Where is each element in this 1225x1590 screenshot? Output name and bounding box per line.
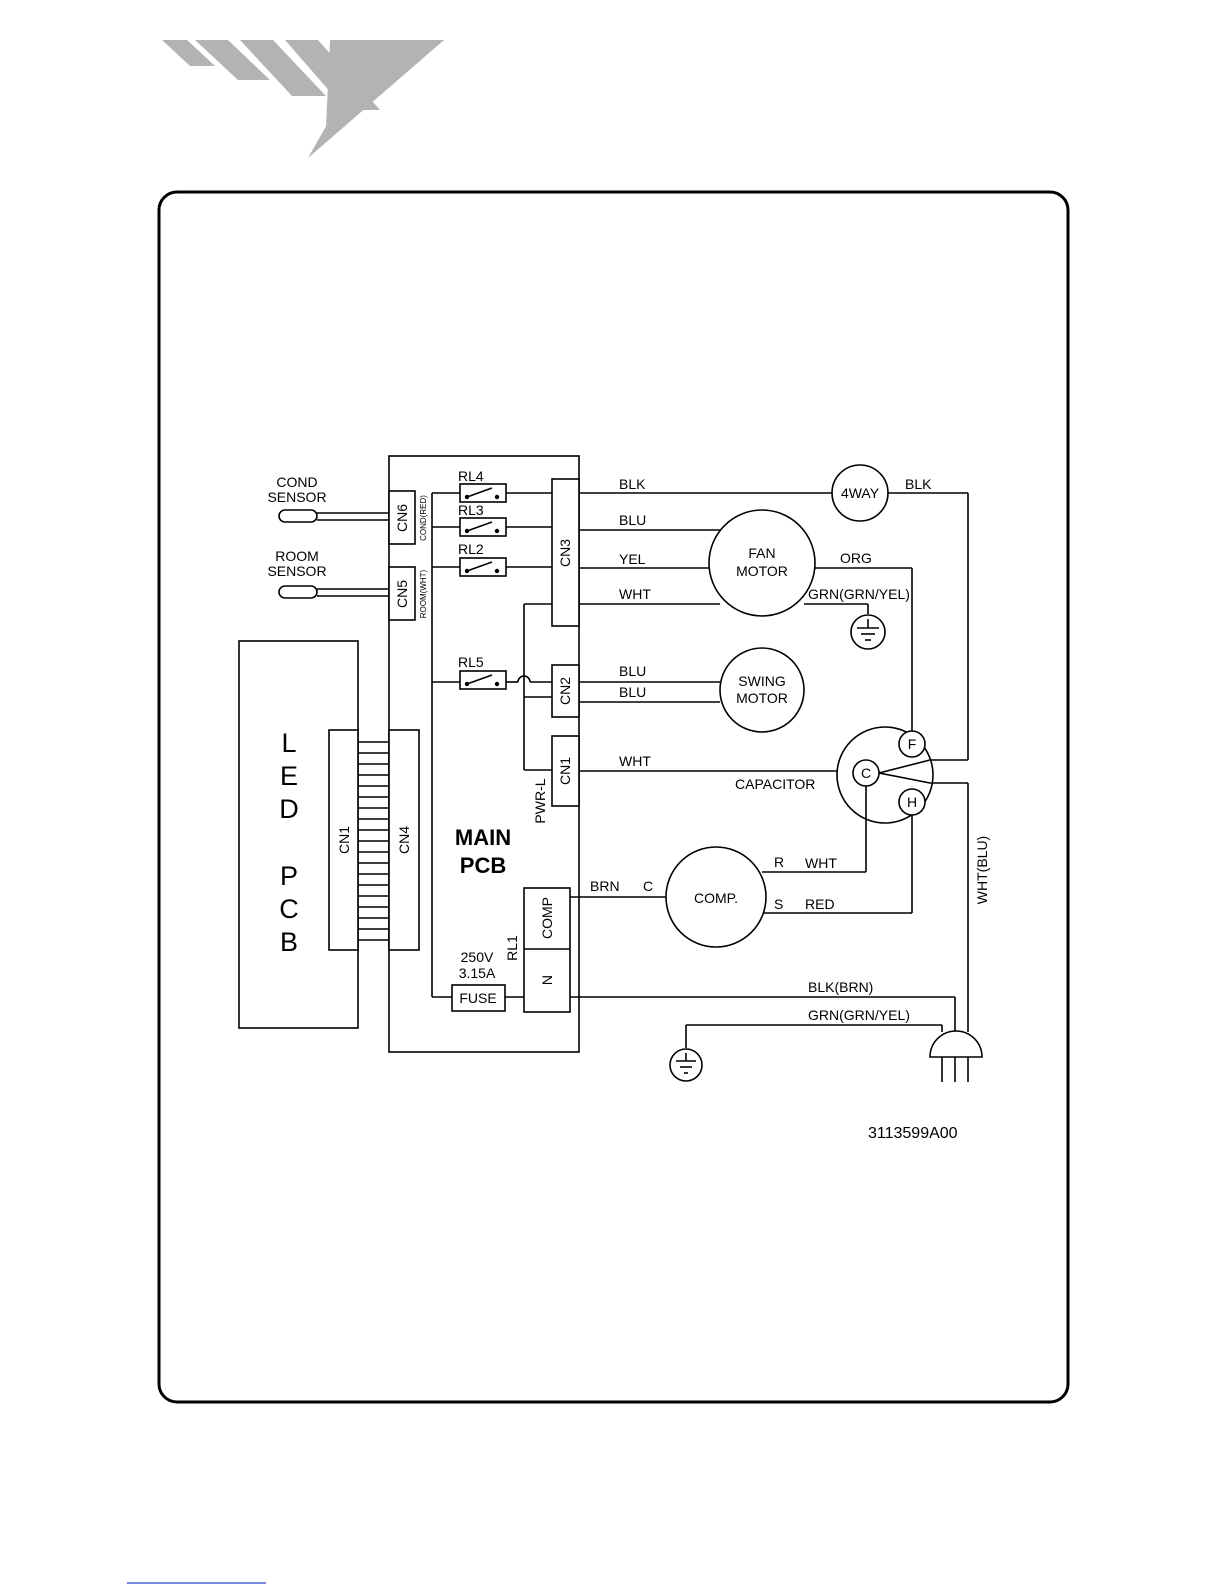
room-sensor-label-1: ROOM	[275, 548, 319, 564]
rl4-label: RL4	[458, 468, 484, 484]
cap-f-label: F	[908, 736, 917, 752]
cap-h-label: H	[907, 794, 917, 810]
cn3-label: CN3	[557, 539, 573, 567]
swing-motor-label-2: MOTOR	[736, 690, 788, 706]
wire-wht-fan-label: WHT	[619, 586, 651, 602]
rl5-label: RL5	[458, 654, 484, 670]
led-pcb-letter-b: B	[280, 927, 298, 957]
wire-brn-label: BRN	[590, 878, 620, 894]
rl1-label: RL1	[504, 935, 520, 961]
cn4-label: CN4	[396, 826, 412, 854]
four-way-valve: 4WAY	[832, 465, 888, 521]
capacitor: F C H	[837, 727, 933, 823]
wire-wht-blu-label: WHT(BLU)	[974, 836, 990, 904]
wire-wht-cn1-label: WHT	[619, 753, 651, 769]
capacitor-label: CAPACITOR	[735, 776, 815, 792]
cn2-label: CN2	[557, 677, 573, 705]
fuse-rating-2: 3.15A	[459, 965, 496, 981]
main-pcb-label-1: MAIN	[455, 825, 511, 850]
led-pcb: L E D P C B CN1	[239, 641, 358, 1028]
wire-blu-swing2-label: BLU	[619, 684, 646, 700]
cn6-label: CN6	[394, 504, 410, 532]
ribbon-cable	[358, 742, 389, 940]
comp-c-terminal: C	[643, 878, 653, 894]
wire-blk-4way-label: BLK	[619, 476, 646, 492]
compressor: COMP.	[666, 847, 766, 947]
wire-blk-brn-label: BLK(BRN)	[808, 979, 873, 995]
fan-motor-label-2: MOTOR	[736, 563, 788, 579]
wire-org-label: ORG	[840, 550, 872, 566]
led-pcb-letter-p: P	[280, 861, 298, 891]
header-stripes-logo	[162, 40, 444, 158]
ground-icon-main	[670, 1049, 702, 1081]
room-sensor: ROOM SENSOR	[267, 548, 389, 598]
comp-label: COMP.	[694, 890, 738, 906]
comp-r-terminal: R	[774, 854, 784, 870]
wire-grn-fan-label: GRN(GRN/YEL)	[808, 586, 910, 602]
led-pcb-letter-d: D	[279, 794, 299, 824]
fuse-label: FUSE	[459, 990, 496, 1006]
cap-c-label: C	[861, 765, 871, 781]
power-plug-icon	[930, 1031, 982, 1082]
swing-motor-label-1: SWING	[738, 673, 785, 689]
comp-s-terminal: S	[774, 896, 783, 912]
pwr-l-label: PWR-L	[532, 778, 548, 823]
fan-motor: FAN MOTOR	[709, 510, 815, 616]
cn5-label: CN5	[394, 580, 410, 608]
cond-sensor-label-1: COND	[276, 474, 317, 490]
swing-motor: SWING MOTOR	[720, 648, 804, 732]
wire-blu-fan-label: BLU	[619, 512, 646, 528]
cn1-label: CN1	[557, 757, 573, 785]
cond-sensor-label-2: SENSOR	[267, 489, 326, 505]
led-cn1-label: CN1	[336, 826, 352, 854]
led-pcb-letter-e: E	[280, 761, 298, 791]
fuse-rating-1: 250V	[461, 949, 494, 965]
room-sensor-label-2: SENSOR	[267, 563, 326, 579]
cn6-note: COND(RED)	[419, 495, 428, 541]
four-way-label: 4WAY	[841, 485, 880, 501]
wire-red-s-label: RED	[805, 896, 835, 912]
fan-motor-label-1: FAN	[748, 545, 775, 561]
main-pcb: CN6 COND(RED) CN5 ROOM(WHT) CN4 MAIN PCB…	[389, 456, 579, 1052]
ground-icon-fan	[851, 615, 885, 649]
cn5-note: ROOM(WHT)	[419, 569, 428, 618]
wire-grn-grnyel-label: GRN(GRN/YEL)	[808, 1007, 910, 1023]
rl2-label: RL2	[458, 541, 484, 557]
wire-blu-swing1-label: BLU	[619, 663, 646, 679]
n-relay-label: N	[539, 975, 555, 985]
wire-blk-right-label: BLK	[905, 476, 932, 492]
led-pcb-letter-c: C	[279, 894, 299, 924]
comp-relay-label: COMP	[539, 897, 555, 939]
document-code: 3113599A00	[868, 1125, 958, 1142]
wire-yel-fan-label: YEL	[619, 551, 646, 567]
led-pcb-letter-l: L	[281, 728, 296, 758]
cond-sensor: COND SENSOR	[267, 474, 389, 522]
rl3-label: RL3	[458, 502, 484, 518]
wire-wht-r-label: WHT	[805, 855, 837, 871]
main-pcb-label-2: PCB	[460, 853, 506, 878]
